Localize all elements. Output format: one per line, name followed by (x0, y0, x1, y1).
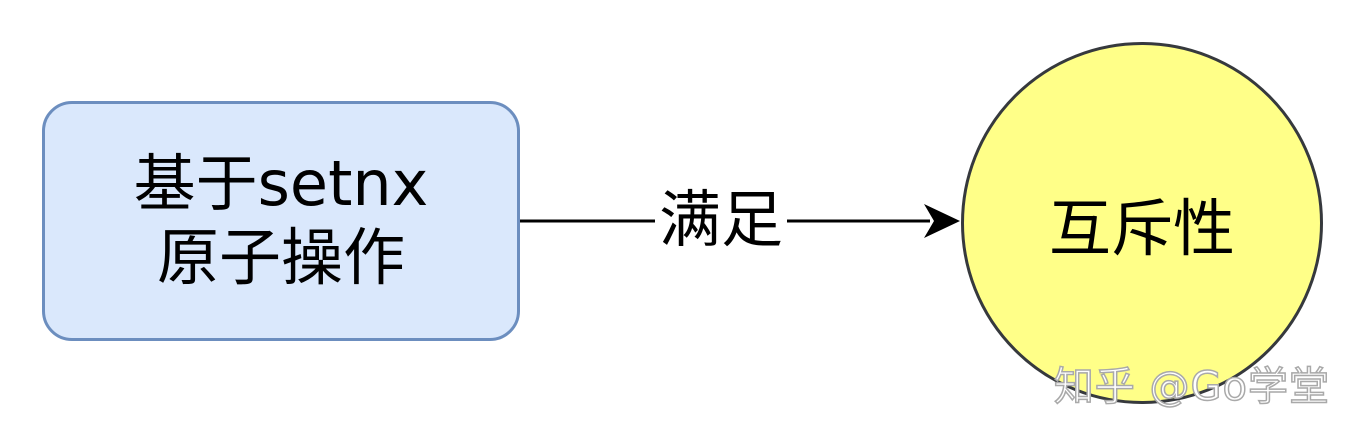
edge-label: 满足 (655, 180, 788, 260)
source-node-line2: 原子操作 (156, 221, 405, 294)
arrowhead (924, 204, 960, 238)
source-node: 基于setnx 原子操作 (42, 101, 520, 341)
source-node-line1: 基于setnx (133, 147, 429, 220)
watermark: 知乎 @Go学堂 (1053, 363, 1330, 411)
target-node-label: 互斥性 (1048, 192, 1235, 265)
target-node: 互斥性 (961, 42, 1323, 404)
